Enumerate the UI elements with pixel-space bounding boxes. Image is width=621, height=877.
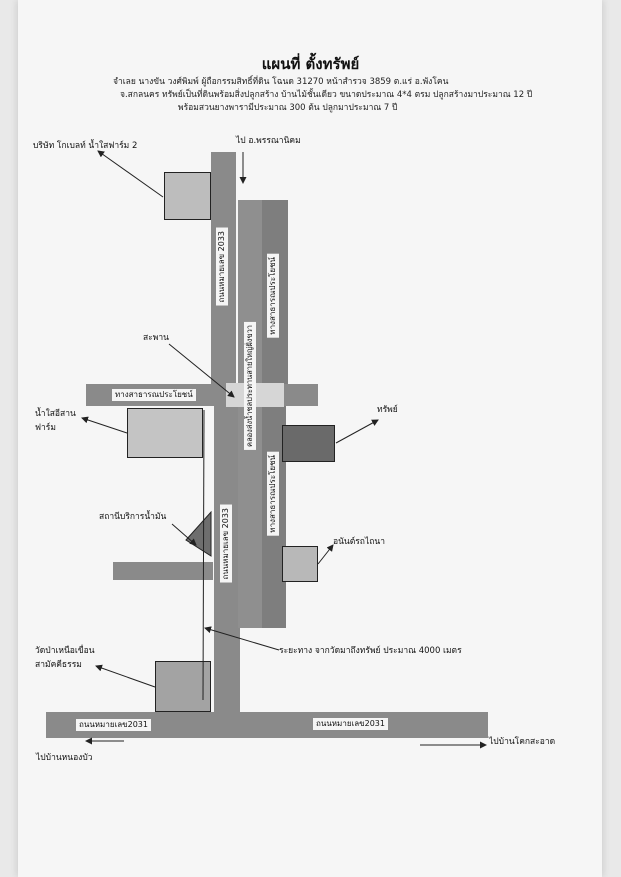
gas-station-label: สถานีบริการน้ำมัน [99,512,167,522]
temple-label-line-1: วัดป่าเหนือเขื่อน [35,646,95,656]
company-label: บริษัท โกเบลท์ น้ำใสฟาร์ม 2 [33,141,138,151]
to-nongbua-label: ไปบ้านหนองบัว [36,753,93,763]
map-title: แผนที่ ตั้งทรัพย์ [261,55,360,73]
farm-label-line-1: น้ำใสอีสาน [35,409,76,419]
property-label: ทรัพย์ [377,405,398,415]
company-building [164,172,211,220]
property-building [282,425,335,462]
map-subtitle-1: จำเลย นางขัน วงศ์พิมพ์ ผู้ถือกรรมสิทธิ์ท… [113,77,449,87]
distance-label: ระยะทาง จากวัดมาถึงทรัพย์ ประมาณ 4000 เม… [279,646,462,656]
temple-building [155,661,211,712]
highway-2031-right-label: ถนนหมายเลข2031 [313,718,388,730]
annan-building [282,546,318,582]
to-koksaat-label: ไปบ้านโคกสะอาด [489,737,556,747]
to-phanna-label: ไป อ.พรรณานิคม [236,136,301,146]
farm-label-line-2: ฟาร์ม [35,423,56,433]
highway-2031-left-label: ถนนหมายเลข2031 [76,719,151,731]
temple-label-line-2: สามัคคีธรรม [35,660,82,670]
farm-building [127,408,203,458]
side-road [113,562,213,580]
public-way-horizontal-label: ทางสาธารณประโยชน์ [112,389,196,401]
public-way-horizontal-right [282,384,318,406]
map-subtitle-2: จ.สกลนคร ทรัพย์เป็นที่ดินพร้อมสิ่งปลูกสร… [120,90,533,100]
annan-label: อนันต์รถไถนา [333,537,385,547]
bridge-label: สะพาน [143,333,169,343]
map-subtitle-3: พร้อมสวนยางพารามีประมาณ 300 ต้น ปลูกมาปร… [178,103,398,113]
gas-station-marker [185,510,212,557]
